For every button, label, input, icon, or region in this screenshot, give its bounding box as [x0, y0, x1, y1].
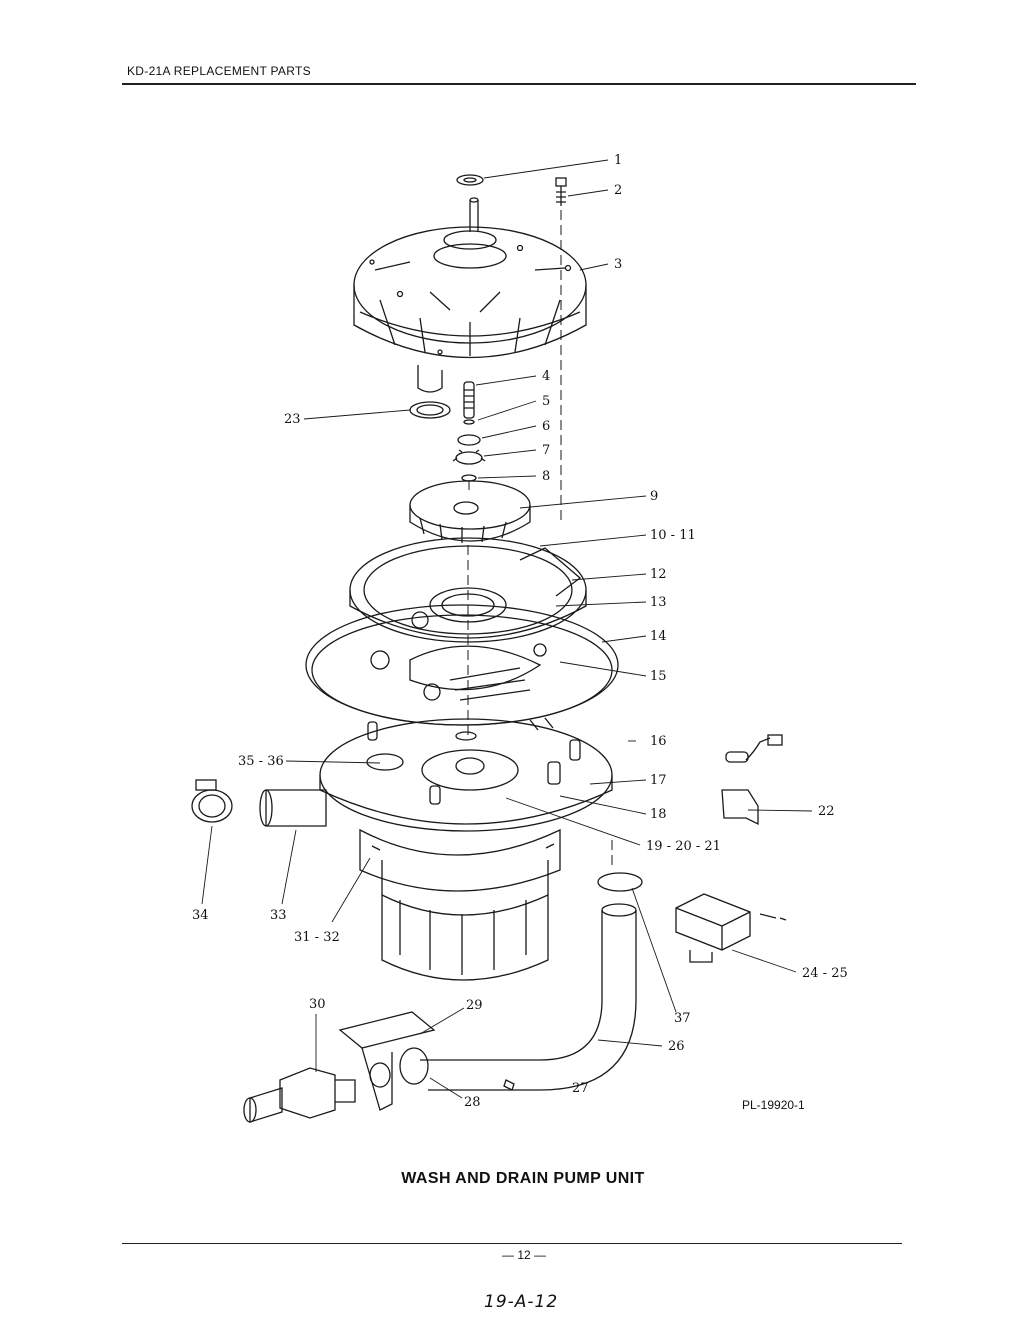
callout-23: 23 [284, 412, 301, 427]
callout-18: 18 [650, 807, 667, 822]
callout-35-36: 35 - 36 [238, 754, 284, 769]
impeller [409, 480, 531, 543]
callout-13: 13 [650, 595, 667, 610]
callout-24-25: 24 - 25 [802, 966, 848, 981]
lower-pump-housing [319, 718, 613, 832]
header-rule [122, 83, 916, 85]
shaft-hardware-stack [452, 381, 486, 482]
leader-lines [201, 159, 813, 1099]
callout-12: 12 [650, 567, 667, 582]
motor-cover [353, 197, 587, 393]
separation-plate [305, 604, 619, 731]
pump-motor-body [259, 789, 561, 981]
callout-4: 4 [542, 369, 550, 384]
callout-37: 37 [674, 1011, 691, 1026]
callout-14: 14 [650, 629, 667, 644]
callout-27: 27 [572, 1081, 589, 1096]
callout-22: 22 [818, 804, 835, 819]
page-number: — 12 — [501, 1248, 546, 1262]
callout-17: 17 [650, 773, 667, 788]
callout-29: 29 [466, 998, 483, 1013]
screw-part [555, 177, 567, 206]
callout-labels: 1 2 3 4 5 6 7 8 9 10 - 11 12 13 14 15 16… [192, 153, 848, 1110]
callout-28: 28 [464, 1095, 481, 1110]
callout-30: 30 [309, 997, 326, 1012]
washer-part [456, 174, 484, 186]
callout-7: 7 [542, 443, 550, 458]
callout-6: 6 [542, 419, 550, 434]
handwritten-note: 19-A-12 [484, 1292, 559, 1312]
callout-2: 2 [614, 183, 622, 198]
gasket-ring [409, 401, 451, 419]
callout-33: 33 [270, 908, 287, 923]
figure-title: WASH AND DRAIN PUMP UNIT [401, 1170, 645, 1187]
callout-31-32: 31 - 32 [294, 930, 340, 945]
footer-rule [122, 1243, 902, 1244]
page-header: KD-21A REPLACEMENT PARTS [127, 64, 311, 78]
callout-8: 8 [542, 469, 550, 484]
callout-1: 1 [614, 153, 622, 168]
alignment-lines [467, 210, 613, 870]
switch-assembly [675, 893, 787, 963]
drain-fittings [243, 1011, 515, 1123]
callout-16: 16 [650, 734, 667, 749]
callout-9: 9 [650, 489, 658, 504]
callout-10-11: 10 - 11 [650, 528, 696, 543]
plate-code: PL-19920-1 [742, 1098, 805, 1112]
hose-clamp [191, 779, 233, 823]
callout-3: 3 [614, 257, 622, 272]
callout-34: 34 [192, 908, 209, 923]
sensor-part [721, 734, 783, 826]
callout-15: 15 [650, 669, 667, 684]
callout-19-20-21: 19 - 20 - 21 [646, 839, 721, 854]
drain-hose [420, 872, 643, 1091]
callout-5: 5 [542, 394, 550, 409]
callout-26: 26 [668, 1039, 685, 1054]
